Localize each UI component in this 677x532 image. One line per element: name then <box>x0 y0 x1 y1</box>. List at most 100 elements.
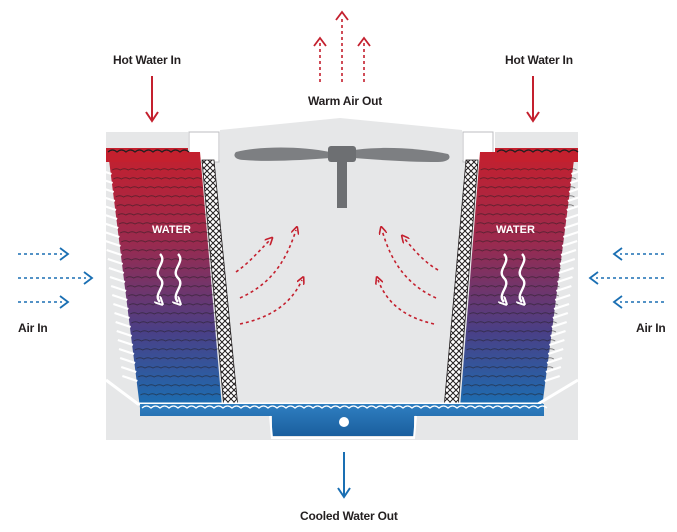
label-air-in-right: Air In <box>636 321 665 335</box>
drain-outlet <box>339 417 349 427</box>
wave-line <box>474 249 563 252</box>
wave-line <box>462 393 544 396</box>
basin-ripples <box>141 405 548 409</box>
warm-air-out-arrowheads <box>313 10 371 47</box>
wave-line <box>127 294 217 297</box>
louver-slat <box>558 266 575 275</box>
wave-line <box>111 168 201 171</box>
fan <box>234 146 450 208</box>
louver-slat <box>111 293 128 302</box>
wave-line <box>473 258 562 261</box>
louver-slat <box>545 365 562 374</box>
wave-line <box>138 384 220 387</box>
fan-shaft <box>337 160 347 208</box>
louver-slat <box>567 194 584 203</box>
wave-line <box>471 276 561 279</box>
ripple <box>107 149 190 153</box>
label-hot-water-in-left: Hot Water In <box>113 53 181 67</box>
wave-line <box>140 393 221 396</box>
louver-slat <box>547 347 564 356</box>
wave-line <box>120 240 210 243</box>
louver-slat <box>564 221 580 230</box>
wave-line <box>477 204 575 207</box>
label-hot-water-in-right: Hot Water In <box>505 53 573 67</box>
wave-line <box>126 285 216 288</box>
louver-slat <box>116 329 133 338</box>
wave-lines-right <box>462 168 577 396</box>
wave-line <box>470 294 560 297</box>
wave-line <box>135 357 217 360</box>
wave-line <box>125 276 215 279</box>
louver-slat <box>557 275 573 284</box>
ripple <box>496 149 579 153</box>
louver-slat <box>113 302 129 311</box>
louver-slat <box>106 248 122 257</box>
louver-slat <box>115 320 131 329</box>
louver-slat <box>101 212 118 221</box>
wave-line <box>465 357 555 360</box>
cooled-water-out-arrow <box>337 452 351 499</box>
louver-slat <box>98 185 115 194</box>
louver-slat <box>117 338 134 347</box>
louver-slat <box>97 176 113 185</box>
wave-line <box>115 195 204 198</box>
wave-line <box>469 312 558 315</box>
wave-line <box>132 330 221 333</box>
louver-slat <box>555 284 572 293</box>
louver-slat <box>100 203 117 212</box>
wave-line <box>131 321 220 324</box>
air-in-arrows-right <box>596 253 664 303</box>
louver-slat <box>565 212 581 221</box>
wave-line <box>479 177 577 180</box>
wave-line <box>113 177 202 180</box>
louver-slat <box>102 221 119 230</box>
wave-line <box>471 285 560 288</box>
wave-line <box>480 168 577 171</box>
wave-line <box>134 348 224 351</box>
water-column-right <box>460 152 575 408</box>
wave-line <box>475 231 564 234</box>
fan-blade-left <box>234 147 330 161</box>
louver-slat <box>546 356 563 365</box>
water-flow-squiggles <box>158 253 525 302</box>
air-in-arrowheads-left <box>59 247 94 309</box>
label-air-in-left: Air In <box>18 321 47 335</box>
louver-slat <box>120 365 137 374</box>
label-warm-air-out: Warm Air Out <box>308 94 382 108</box>
water-label-right: WATER <box>496 224 535 236</box>
wave-line <box>463 384 544 387</box>
louver-slat <box>551 320 568 329</box>
wave-line <box>476 213 566 216</box>
wave-line <box>472 267 562 270</box>
louver-slat <box>114 311 130 320</box>
louver-slat <box>566 203 583 212</box>
sump <box>269 415 417 439</box>
wave-line <box>123 258 212 261</box>
louver-slat <box>571 167 587 176</box>
louver-slat <box>99 194 116 203</box>
warm-air-out-arrows <box>319 16 365 82</box>
wave-line <box>478 186 576 189</box>
wave-line <box>469 303 559 306</box>
wave-line <box>464 366 554 369</box>
air-in-arrows-left <box>18 253 86 303</box>
wave-line <box>133 339 222 342</box>
louver-slat <box>119 356 136 365</box>
louvers-left <box>96 167 138 383</box>
internal-airflow <box>235 230 439 325</box>
louver-slat <box>560 248 577 257</box>
wave-line <box>464 375 545 378</box>
wave-line <box>474 240 564 243</box>
louver-slat <box>559 257 576 266</box>
louver-slat <box>544 374 561 383</box>
louver-slat <box>110 284 127 293</box>
wave-line <box>116 204 206 207</box>
wave-line <box>118 222 208 225</box>
fan-hub <box>328 146 356 162</box>
hot-water-ripples <box>107 149 579 153</box>
louver-slat <box>569 176 586 185</box>
wave-line <box>466 348 555 351</box>
wave-line <box>467 330 557 333</box>
louver-slat <box>554 293 571 302</box>
